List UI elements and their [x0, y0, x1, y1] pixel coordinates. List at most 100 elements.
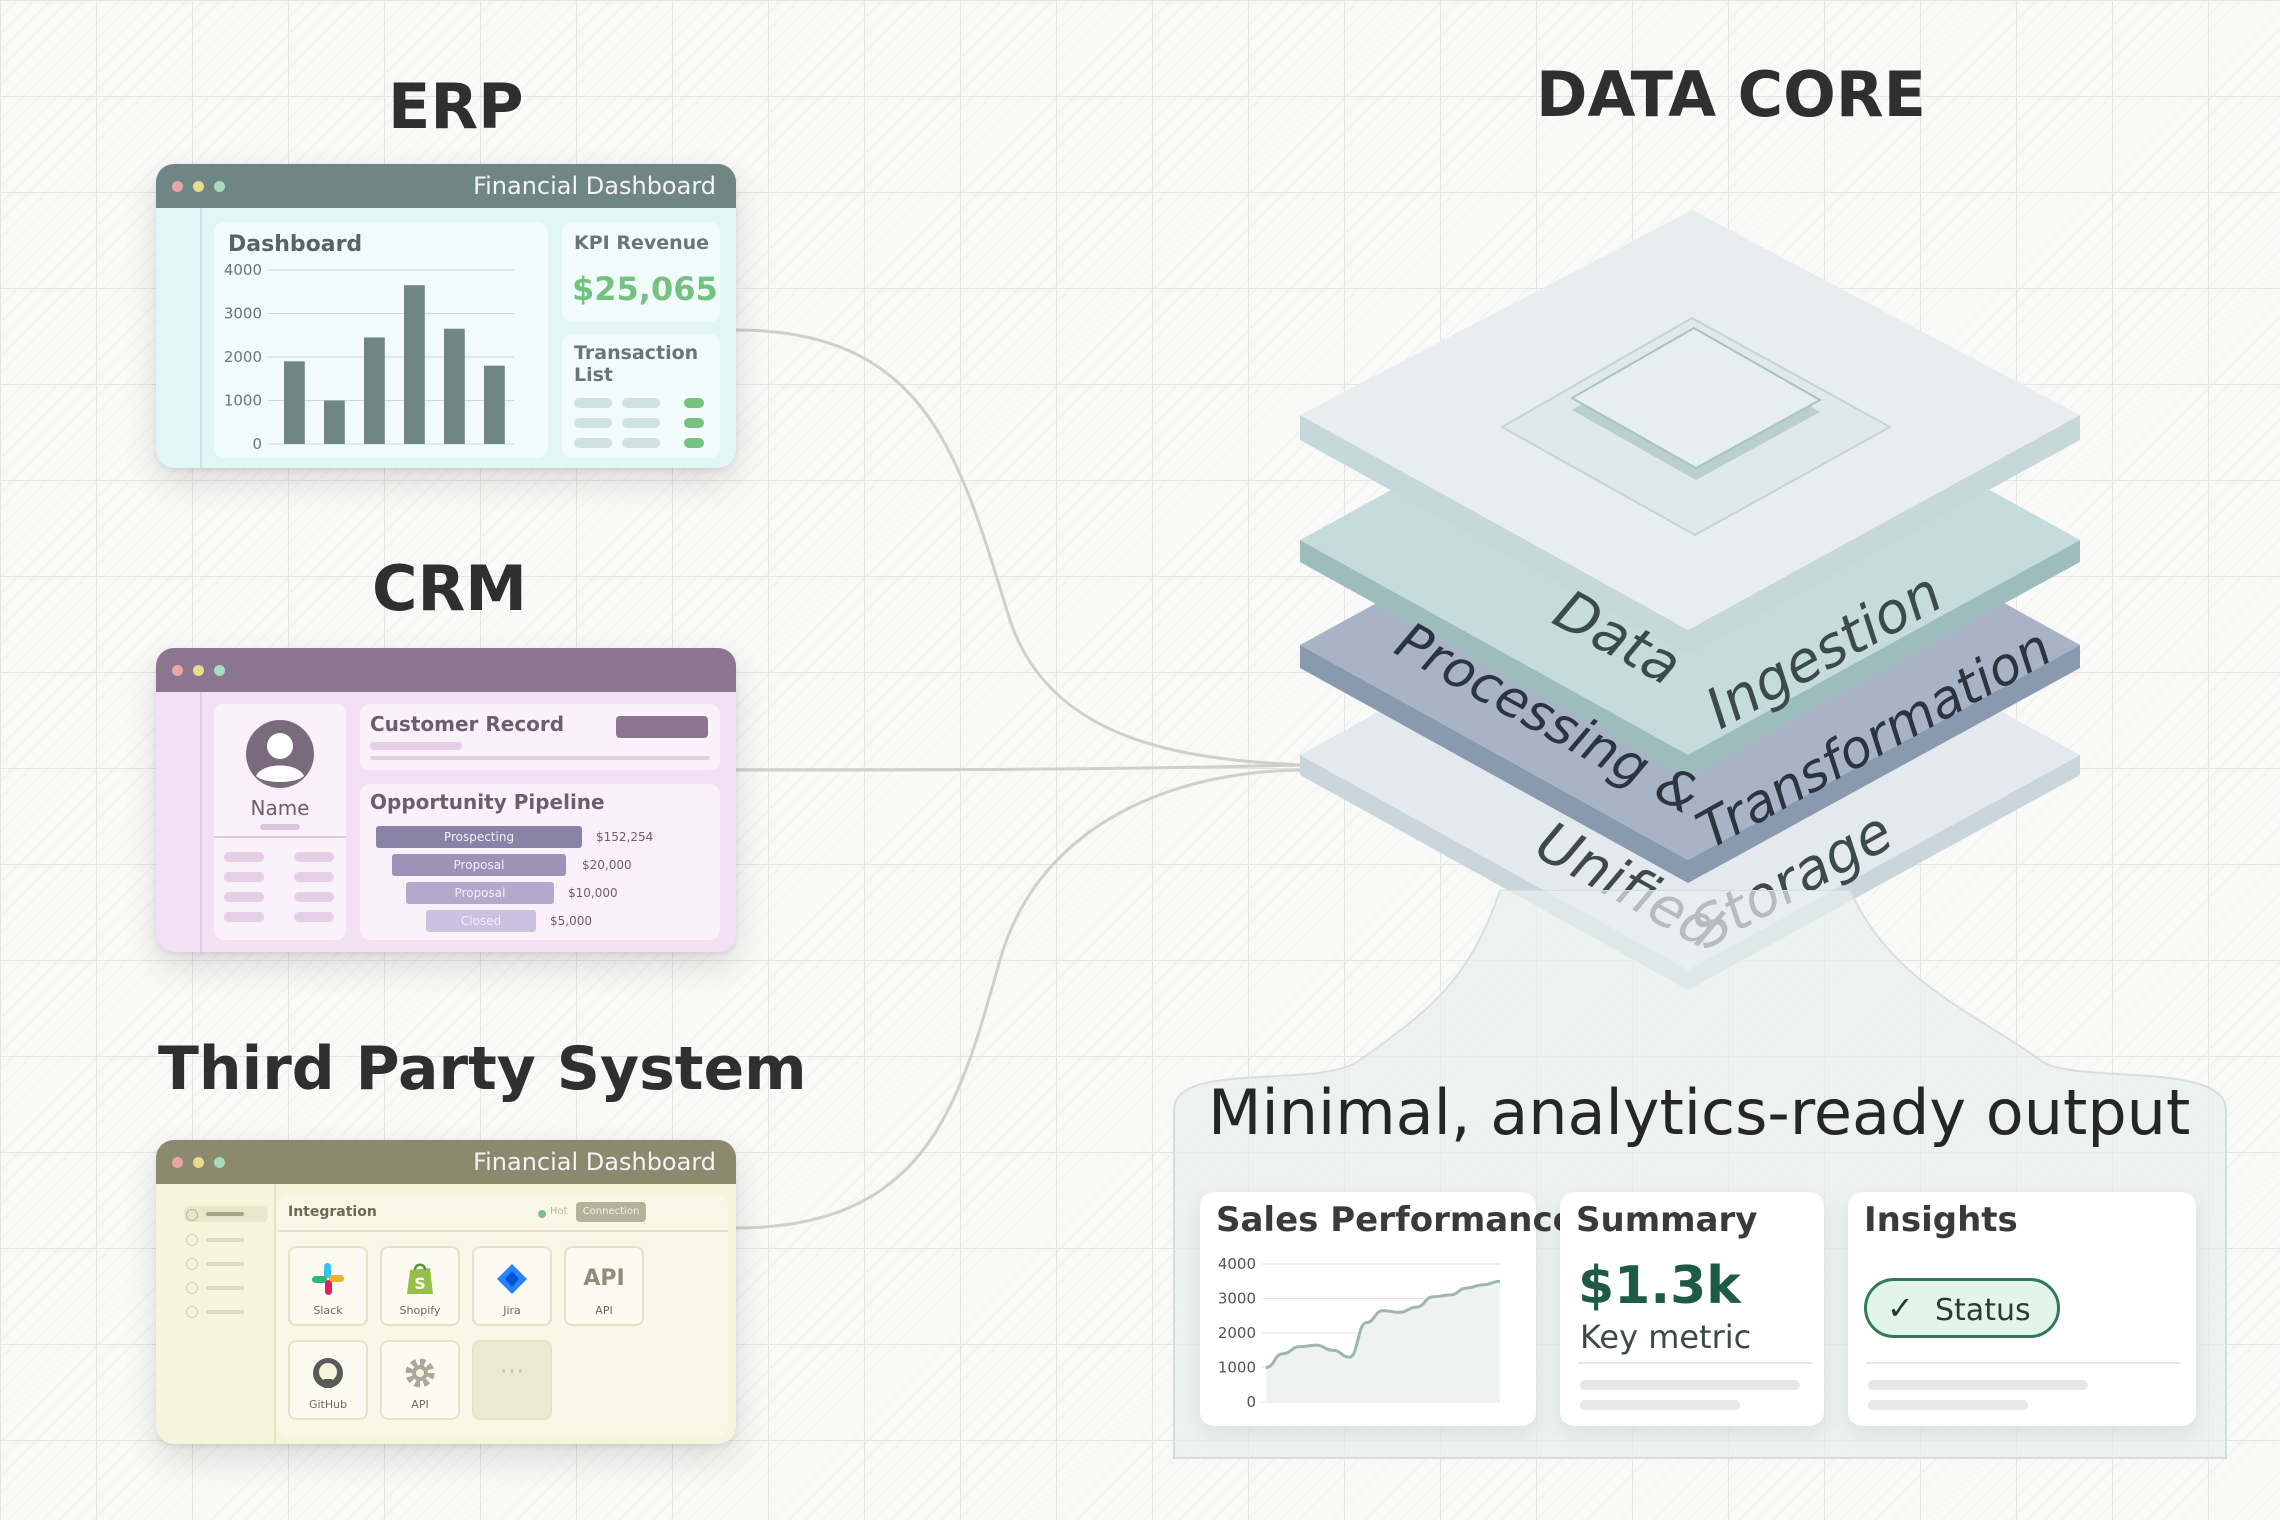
erp-bar: [364, 337, 385, 444]
third-party-window-title: Financial Dashboard: [473, 1148, 716, 1176]
pipeline-amount: $20,000: [582, 858, 632, 872]
svg-text:S: S: [414, 1274, 426, 1293]
hot-status-dot: [538, 1210, 546, 1218]
app-tile[interactable]: S Shopify: [380, 1246, 460, 1326]
status-badge[interactable]: ✓ Status: [1864, 1278, 2060, 1338]
app-tile-label: API: [411, 1398, 429, 1411]
transaction-list-label: Transaction List: [574, 342, 699, 386]
erp-window: Financial Dashboard Dashboard 0 1000 2000 3…: [156, 164, 736, 468]
third-party-window: Financial Dashboard Integration Hot Conn…: [156, 1140, 736, 1444]
erp-y-tick-label: 0: [252, 435, 262, 453]
summary-title: Summary: [1576, 1200, 1758, 1240]
kpi-revenue-label: KPI Revenue: [574, 232, 710, 254]
summary-caption: Key metric: [1580, 1318, 1752, 1356]
data-core-stack: Data Ingestion Processing & Transformati…: [1300, 210, 2080, 990]
erp-dashboard-card: Dashboard 0 1000 2000 3000 4000: [214, 222, 548, 458]
status-label: Status: [1935, 1293, 2031, 1328]
erp-sidebar: [156, 208, 202, 468]
sales-area: [1266, 1281, 1500, 1402]
integration-panel: Integration Hot Connection Slack S Shopify…: [278, 1196, 728, 1436]
avatar-icon: [246, 720, 314, 788]
app-tile[interactable]: Jira: [472, 1246, 552, 1326]
crm-titlebar: [156, 648, 736, 692]
crm-profile-card: Name: [214, 704, 346, 940]
integration-title: Integration: [288, 1204, 377, 1220]
erp-dashboard-title: Dashboard: [228, 232, 363, 257]
sales-y-tick-label: 0: [1246, 1393, 1256, 1411]
pipeline-amount: $152,254: [596, 830, 654, 844]
app-tile[interactable]: GitHub: [288, 1340, 368, 1420]
connection-button[interactable]: Connection: [576, 1202, 646, 1222]
gear-icon: [401, 1354, 439, 1392]
pipeline-stage: Proposal: [454, 886, 506, 900]
erp-window-title: Financial Dashboard: [473, 172, 716, 200]
app-tile[interactable]: API: [380, 1340, 460, 1420]
pipeline-bar: Prospecting: [376, 826, 582, 848]
customer-record-card: Customer Record: [360, 704, 720, 770]
crm-sidebar: [156, 692, 202, 952]
erp-titlebar: Financial Dashboard: [156, 164, 736, 208]
pipeline-stage: Proposal: [453, 858, 505, 872]
app-tile-label: Jira: [503, 1304, 521, 1317]
app-tile[interactable]: Slack: [288, 1246, 368, 1326]
erp-bar: [284, 361, 305, 444]
erp-bar: [444, 328, 465, 444]
top-slab: [1300, 210, 2080, 655]
slack-icon: [309, 1260, 347, 1298]
pipeline-bar: Closed: [426, 910, 536, 932]
transaction-list-card: Transaction List: [562, 334, 720, 458]
github-icon: [309, 1354, 347, 1392]
summary-value: $1.3k: [1578, 1256, 1741, 1316]
customer-record-title: Customer Record: [370, 712, 565, 736]
sales-line: [1265, 1279, 1501, 1369]
erp-y-tick-label: 4000: [224, 262, 262, 279]
pipeline-stage: Closed: [460, 914, 502, 928]
app-tile-label: GitHub: [308, 1398, 348, 1411]
erp-bar: [484, 365, 505, 444]
app-tile-label: API: [595, 1304, 613, 1317]
third-party-titlebar: Financial Dashboard: [156, 1140, 736, 1184]
opportunity-pipeline-card: Opportunity Pipeline Prospecting $152,25…: [360, 784, 720, 940]
data-core-heading: DATA CORE: [1536, 58, 1926, 131]
pipeline-amount: $5,000: [550, 914, 592, 928]
check-icon: ✓: [1887, 1289, 1914, 1327]
erp-y-tick-label: 2000: [224, 348, 262, 366]
sales-performance-title: Sales Performance: [1216, 1200, 1576, 1240]
app-tile[interactable]: ···: [472, 1340, 552, 1420]
crm-heading: CRM: [372, 552, 527, 625]
api-text-icon: API: [583, 1266, 625, 1291]
connection-label: Connection: [582, 1206, 640, 1217]
app-tile-label: Shopify: [399, 1304, 441, 1317]
pipeline-bar: Proposal: [392, 854, 566, 876]
kpi-revenue-value: $25,065: [572, 270, 718, 308]
app-tile-label: Slack: [313, 1304, 343, 1317]
pipeline-stage: Prospecting: [443, 830, 515, 844]
output-heading: Minimal, analytics-ready output: [1208, 1076, 2191, 1149]
shopify-icon: S: [401, 1260, 439, 1298]
erp-y-tick-label: 3000: [224, 305, 262, 323]
insights-title: Insights: [1864, 1200, 2018, 1240]
more-icon: ···: [499, 1357, 525, 1387]
sales-y-tick-label: 4000: [1218, 1255, 1256, 1273]
erp-y-tick-label: 1000: [224, 392, 262, 410]
insights-card: Insights ✓ Status: [1848, 1192, 2196, 1426]
hot-label: Hot: [550, 1206, 568, 1217]
third-party-sidebar: [156, 1184, 276, 1444]
erp-heading: ERP: [388, 70, 524, 143]
erp-bar: [404, 285, 425, 444]
pipeline-bar: Proposal: [406, 882, 554, 904]
sales-y-tick-label: 2000: [1218, 1324, 1256, 1342]
crm-name-label: Name: [250, 796, 310, 820]
sales-y-tick-label: 1000: [1218, 1359, 1256, 1377]
pipeline-amount: $10,000: [568, 886, 618, 900]
app-tile[interactable]: API API: [564, 1246, 644, 1326]
third-party-heading: Third Party System: [158, 1034, 807, 1104]
erp-bar-chart: 0 1000 2000 3000 4000: [224, 262, 514, 453]
customer-record-button[interactable]: [616, 716, 708, 738]
crm-window: Name Customer Record Opportunity Pipelin…: [156, 648, 736, 952]
opportunity-pipeline-title: Opportunity Pipeline: [370, 790, 605, 814]
erp-bar: [324, 400, 345, 444]
